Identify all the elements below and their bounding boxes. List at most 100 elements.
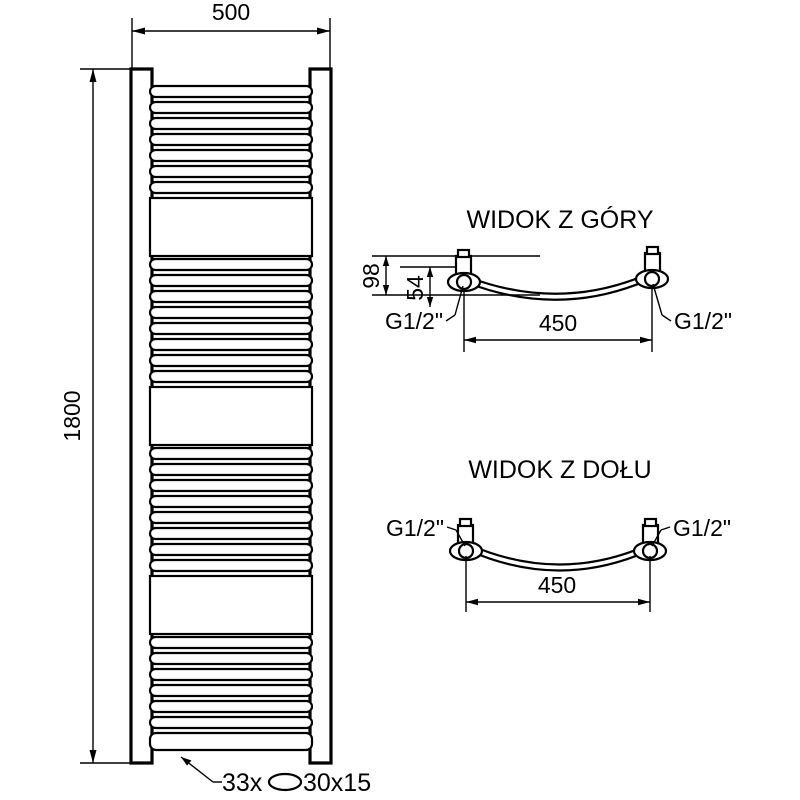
bar-count-label: 33x [222,769,263,797]
dim54-arrow-bottom [426,297,434,307]
radiator-bar [148,715,314,730]
bottom-view-tube [469,543,649,572]
top-view-title: WIDOK Z GÓRY [466,205,653,234]
top-dimension-54-label: 54 [402,275,428,301]
bottom-right-thread-shelf [660,526,671,531]
radiator-bar [148,353,314,368]
radiator-bar [148,683,314,698]
radiator-bar-stack [148,84,314,752]
radiator-towel-space [148,574,314,636]
radiator-bar [148,132,314,147]
height-arrow-top [89,69,97,82]
radiator-bar [148,369,314,384]
top-left-thread-text: G1/2" [385,308,443,334]
top-dimension-98: 98 [358,256,390,295]
bottom-right-thread-text: G1/2" [673,515,731,541]
radiator-bar [148,651,314,666]
bottom-dimension-450-label: 450 [538,572,576,598]
radiator-bar [148,84,314,99]
front-view-group: 500 1800 [59,0,371,797]
radiator-bar-group-2 [148,257,314,384]
radiator-bar [148,462,314,477]
top-left-port-circle [455,273,473,291]
top-dimension-54: 54 [402,267,434,307]
radiator-bar [148,699,314,714]
width-arrow-left [132,27,145,35]
profile-leader-arrow [181,757,192,766]
top-left-thread-shelf [445,314,456,322]
radiator-bar [148,180,314,195]
radiator-bar-group-4 [148,635,314,752]
radiator-bar [148,257,314,272]
bottom-connector-left [448,517,484,562]
radiator-bar [148,305,314,320]
radiator-bar [148,526,314,541]
radiator-bar [148,337,314,352]
radiator-towel-space [148,196,314,258]
bottom-right-valve-cap [643,517,658,528]
top-view-tube [467,272,649,301]
bottom-dimension-450: 450 [465,556,651,612]
oval-profile-icon [267,772,303,792]
top-left-valve-cap [456,248,471,259]
towel-gap-3 [148,574,314,636]
top-thread-label-right: G1/2" [652,283,732,334]
top-left-thread-leader [454,285,464,316]
radiator-bar-group-3 [148,446,314,573]
height-arrow-bottom [89,750,97,763]
bottom-view-group: WIDOK Z DOŁU G1/2" [386,456,731,612]
bottom-thread-label-right: G1/2" [651,515,731,547]
radiator-bar [148,478,314,493]
dim54-arrow-top [426,267,434,277]
bottom-tube-outer-curve [469,543,649,566]
radiator-bar [148,542,314,557]
bottom-dim450-arrow-right [638,598,650,606]
height-dimension-1800: 1800 [59,68,140,764]
bottom-right-port-circle [641,542,659,560]
bottom-left-valve-cap [458,517,473,528]
bottom-tube-inner-curve [469,549,649,572]
width-dimension-label: 500 [212,0,250,25]
radiator-bar [148,558,314,573]
bottom-left-port-circle [457,542,475,560]
top-dimension-450-label: 450 [539,310,577,336]
dim450-arrow-right [640,336,652,344]
radiator-right-post [308,67,333,765]
dim98-arrow-bottom [382,285,390,295]
radiator-bar [148,731,314,752]
radiator-bar [148,273,314,288]
bottom-left-thread-text: G1/2" [386,515,444,541]
radiator-bar [148,667,314,682]
top-right-thread-leader [652,283,663,316]
top-right-port-circle [643,270,661,288]
width-arrow-right [317,27,330,35]
top-right-valve-cap [645,245,660,256]
radiator-bar [148,446,314,461]
radiator-left-post [129,67,154,765]
bottom-right-thread-leader [651,529,662,547]
radiator-bar [148,321,314,336]
top-right-thread-shelf [661,314,672,322]
radiator-bar-group-1 [148,84,314,195]
radiator-bar [148,116,314,131]
width-dimension-500: 500 [131,0,331,82]
radiator-bar [148,100,314,115]
radiator-bar [148,289,314,304]
radiator-towel-space [148,385,314,447]
towel-gap-2 [148,385,314,447]
top-dimension-98-label: 98 [358,263,384,289]
radiator-bar [148,148,314,163]
radiator-bar [148,494,314,509]
bottom-dim450-arrow-left [466,598,478,606]
radiator-bar [148,164,314,179]
height-dimension-label: 1800 [59,390,85,441]
dim450-arrow-left [464,336,476,344]
bottom-left-thread-shelf [446,526,457,531]
radiator-bar [148,510,314,525]
towel-gap-1 [148,196,314,258]
top-dimension-450: 450 [463,285,653,352]
top-right-thread-text: G1/2" [674,308,732,334]
dim98-arrow-top [382,256,390,266]
top-thread-label-left: G1/2" [385,285,464,334]
